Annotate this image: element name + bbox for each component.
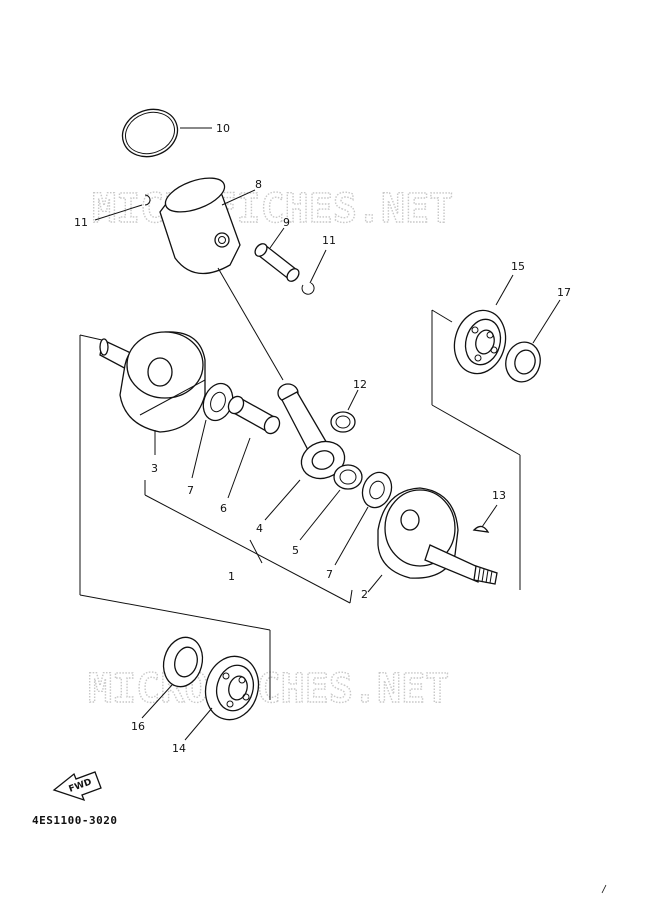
connecting-rod[interactable] bbox=[277, 383, 350, 484]
piston-pin[interactable] bbox=[253, 241, 302, 283]
leader-4 bbox=[264, 479, 301, 521]
callout-5: 5 bbox=[292, 544, 299, 557]
circlip-left[interactable] bbox=[144, 194, 151, 206]
callout-10: 10 bbox=[216, 122, 230, 135]
callout-11b: 11 bbox=[322, 234, 336, 247]
leader-15 bbox=[184, 707, 213, 741]
piston-ring[interactable] bbox=[116, 102, 184, 164]
leader-8 bbox=[221, 189, 256, 206]
leader-6 bbox=[227, 437, 251, 499]
leader-17 bbox=[532, 299, 561, 344]
woodruff-key[interactable] bbox=[472, 525, 490, 533]
washer-right[interactable] bbox=[358, 468, 397, 511]
callout-4: 4 bbox=[256, 522, 263, 535]
bearing-lower[interactable] bbox=[199, 650, 266, 725]
leader-11b bbox=[309, 249, 327, 284]
crank-left[interactable] bbox=[99, 331, 206, 433]
callout-2: 2 bbox=[361, 588, 368, 601]
leader-11a bbox=[94, 204, 143, 221]
diagram-code: 4ES1100-3020 bbox=[32, 814, 118, 827]
big-end-bearing[interactable] bbox=[333, 464, 363, 490]
leader-5 bbox=[299, 489, 341, 541]
leader-14 bbox=[495, 274, 514, 306]
leader-7b bbox=[334, 506, 369, 566]
leader-12 bbox=[347, 389, 359, 411]
crank-right[interactable] bbox=[377, 487, 498, 585]
callout-6: 6 bbox=[220, 502, 227, 515]
crank-pin[interactable] bbox=[225, 394, 282, 437]
assembly-bracket-crank bbox=[79, 334, 353, 700]
callout-16: 16 bbox=[131, 720, 145, 733]
callout-12: 12 bbox=[353, 378, 367, 391]
watermark-top: MICROFICHES.NET bbox=[92, 186, 453, 232]
circlip-right[interactable] bbox=[301, 282, 315, 295]
leader-9 bbox=[269, 227, 285, 249]
callout-13: 13 bbox=[492, 489, 506, 502]
leader-2 bbox=[367, 574, 383, 593]
centerline-piston bbox=[217, 267, 284, 381]
scan-mark bbox=[601, 884, 607, 894]
oil-seal-lower[interactable] bbox=[158, 633, 208, 691]
callout-7b: 7 bbox=[326, 568, 333, 581]
washer-left[interactable] bbox=[198, 379, 237, 424]
callout-17: 17 bbox=[557, 286, 571, 299]
callout-9: 9 bbox=[283, 216, 290, 229]
piston[interactable] bbox=[159, 171, 241, 275]
callout-14: 15 bbox=[511, 260, 525, 273]
leader-13 bbox=[481, 504, 498, 528]
callout-1: 1 bbox=[228, 570, 235, 583]
callout-7a: 7 bbox=[187, 484, 194, 497]
assembly-bracket-bearings bbox=[431, 309, 521, 590]
small-end-bearing[interactable] bbox=[330, 411, 356, 433]
callout-11a: 11 bbox=[74, 216, 88, 229]
callout-15: 14 bbox=[172, 742, 186, 755]
watermark-bottom: MICROFICHES.NET bbox=[88, 666, 449, 712]
callout-3: 3 bbox=[151, 462, 158, 475]
callout-8: 8 bbox=[255, 178, 262, 191]
oil-seal-right[interactable] bbox=[501, 338, 544, 385]
leader-7a bbox=[191, 419, 207, 479]
leader-16 bbox=[141, 684, 173, 719]
fwd-arrow-icon: FWD bbox=[52, 771, 102, 802]
bearing-right[interactable] bbox=[448, 305, 513, 380]
